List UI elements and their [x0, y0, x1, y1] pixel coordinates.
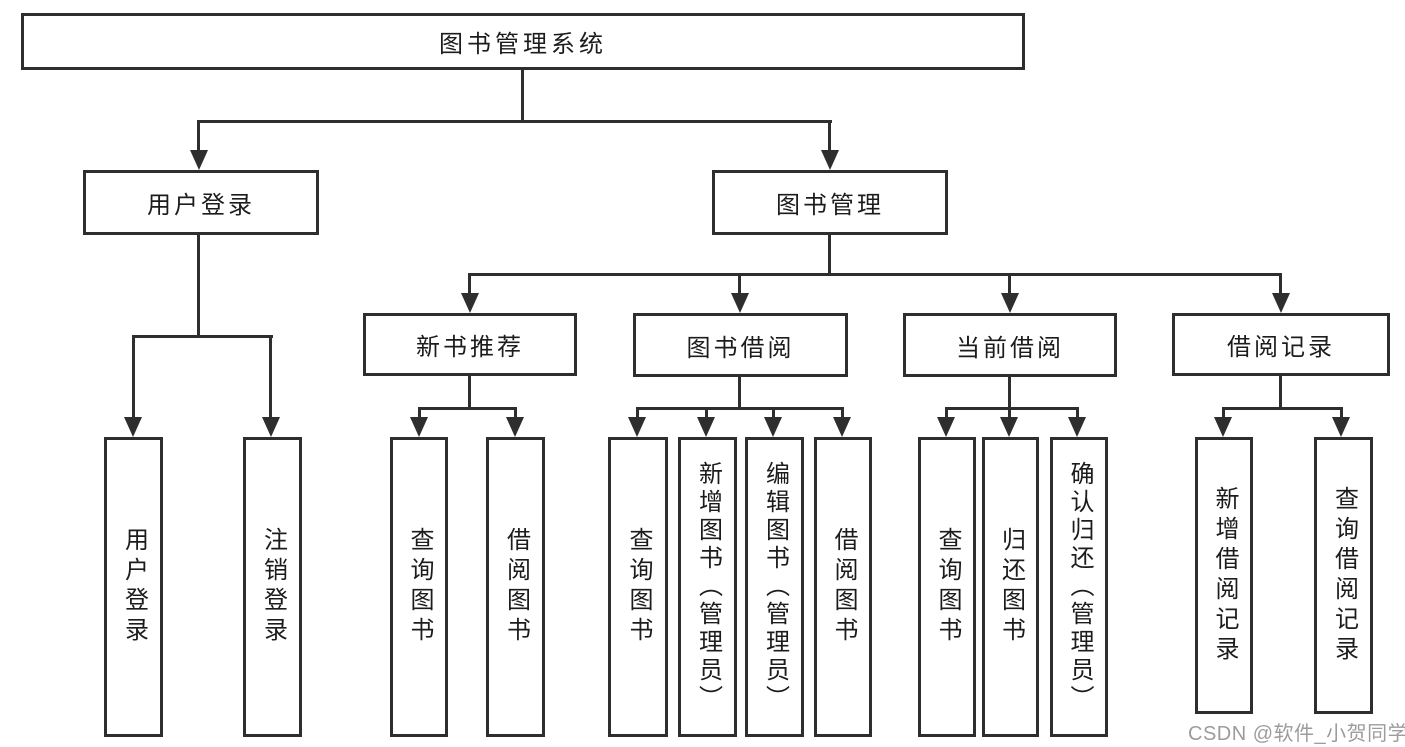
- csdn-watermark: CSDN @软件_小贺同学: [1188, 723, 1405, 745]
- arrow-down-icon: [833, 417, 851, 437]
- connector-leaf-drop: [514, 407, 517, 419]
- node-library-system: 图书管理系统: [21, 13, 1025, 70]
- arrow-down-icon: [1000, 417, 1018, 437]
- connector-login-drop: [132, 335, 135, 419]
- arrow-down-icon: [1332, 417, 1350, 437]
- node-label: 当前借阅: [956, 334, 1064, 362]
- connector-leaf-drop: [636, 407, 639, 419]
- node-leaf-query-book-borrowing: 查询图书: [608, 437, 668, 737]
- connector-record-rail: [1222, 407, 1343, 410]
- node-current-borrowing: 当前借阅: [903, 313, 1117, 377]
- connector-mgmt-rail: [469, 273, 1281, 276]
- connector-record-stem: [1279, 376, 1282, 407]
- connector-leaf-drop: [772, 407, 775, 419]
- node-label: 新书推荐: [416, 334, 524, 361]
- connector-leaf-drop: [1008, 407, 1011, 419]
- connector-record-drop: [1279, 273, 1282, 295]
- arrow-down-icon: [731, 293, 749, 313]
- arrow-down-icon: [461, 293, 479, 313]
- connector-leaf-drop: [705, 407, 708, 419]
- arrow-down-icon: [410, 417, 428, 437]
- connector-book-mgmt-drop: [828, 120, 831, 153]
- connector-borrow-rail: [636, 407, 844, 410]
- connector-leaf-drop: [841, 407, 844, 419]
- arrow-down-icon: [1214, 417, 1232, 437]
- node-leaf-add-borrow-record: 新增借阅记录: [1195, 437, 1253, 714]
- node-leaf-return-book: 归还图书: [982, 437, 1039, 737]
- arrow-down-icon: [1068, 417, 1086, 437]
- node-leaf-borrow-book-recommend: 借阅图书: [486, 437, 545, 737]
- node-label: 图书管理系统: [439, 31, 607, 58]
- connector-root-stem: [521, 69, 524, 120]
- connector-logout-drop: [269, 335, 272, 419]
- connector-leaf-drop: [945, 407, 948, 419]
- connector-current-drop: [1008, 273, 1011, 295]
- connector-newbook-drop: [468, 273, 471, 295]
- arrow-down-icon: [262, 417, 280, 437]
- node-leaf-borrow-book: 借阅图书: [814, 437, 872, 737]
- connector-borrow-drop: [738, 273, 741, 295]
- node-book-management: 图书管理: [712, 170, 948, 235]
- connector-current-rail: [945, 407, 1079, 410]
- arrow-down-icon: [124, 417, 142, 437]
- arrow-down-icon: [821, 150, 839, 170]
- connector-user-rail: [132, 335, 273, 338]
- arrow-down-icon: [1272, 293, 1290, 313]
- node-label: 用户登录: [147, 192, 255, 219]
- connector-leaf-drop: [1340, 407, 1343, 419]
- arrow-down-icon: [628, 417, 646, 437]
- arrow-down-icon: [190, 150, 208, 170]
- node-label: 图书管理: [776, 192, 884, 219]
- connector-leaf-drop: [1076, 407, 1079, 419]
- node-leaf-logout: 注销登录: [243, 437, 302, 737]
- node-leaf-confirm-return-admin: 确认归还（管理员）: [1050, 437, 1108, 737]
- node-leaf-user-login: 用户登录: [104, 437, 163, 737]
- node-leaf-query-book-recommend: 查询图书: [390, 437, 448, 737]
- arrow-down-icon: [506, 417, 524, 437]
- node-leaf-query-book-current: 查询图书: [918, 437, 976, 737]
- connector-leaf-drop: [418, 407, 421, 419]
- node-leaf-add-book-admin: 新增图书（管理员）: [678, 437, 737, 737]
- node-new-book-recommend: 新书推荐: [363, 313, 577, 376]
- node-borrowing-records: 借阅记录: [1172, 313, 1390, 376]
- node-label: 借阅记录: [1227, 334, 1335, 361]
- connector-user-stem: [197, 235, 200, 335]
- arrow-down-icon: [697, 417, 715, 437]
- connector-user-login-drop: [197, 120, 200, 153]
- arrow-down-icon: [937, 417, 955, 437]
- connector-root-rail: [198, 120, 832, 123]
- arrow-down-icon: [1001, 293, 1019, 313]
- arrow-down-icon: [764, 417, 782, 437]
- node-label: 图书借阅: [686, 334, 795, 362]
- node-leaf-edit-book-admin: 编辑图书（管理员）: [745, 437, 804, 737]
- connector-newbook-rail: [418, 407, 517, 410]
- node-book-borrowing: 图书借阅: [633, 313, 848, 377]
- connector-mgmt-stem: [828, 235, 831, 273]
- connector-leaf-drop: [1222, 407, 1225, 419]
- connector-newbook-stem: [468, 376, 471, 407]
- connector-borrow-stem: [738, 376, 741, 407]
- node-leaf-query-borrow-record: 查询借阅记录: [1314, 437, 1373, 714]
- connector-current-stem: [1008, 376, 1011, 407]
- node-user-login: 用户登录: [83, 170, 319, 235]
